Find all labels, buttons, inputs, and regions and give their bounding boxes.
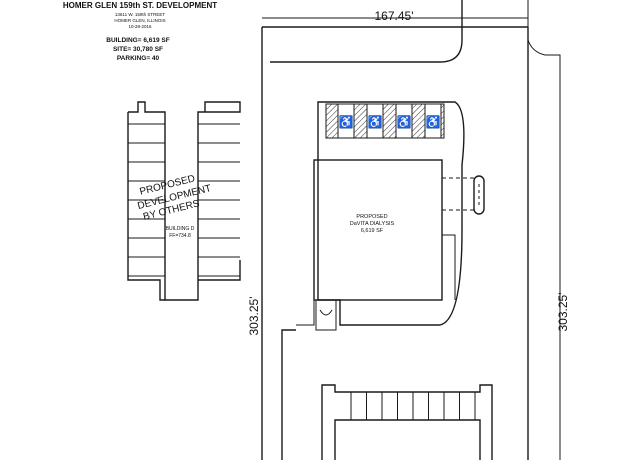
proposed-building [313, 159, 443, 301]
lower-parking-stalls [350, 392, 476, 420]
building-d-label: BUILDING D [166, 226, 195, 232]
ada-stall [395, 103, 413, 139]
lower-parking-island [334, 419, 481, 460]
accessible-parking-icon: ♿ [339, 115, 354, 129]
accessible-parking-icon: ♿ [397, 115, 412, 129]
dimension-top: 167.45' [375, 9, 414, 23]
project-title: HOMER GLEN 159th ST. DEVELOPMENT [63, 1, 217, 10]
project-date: 10-28-2016 [128, 24, 152, 29]
dimension-right: 303.25' [556, 293, 570, 332]
building-label-3: 6,619 SF [361, 228, 384, 234]
site-area: SITE= 30,780 SF [113, 46, 163, 53]
left-parking-stalls [128, 123, 240, 277]
building-label-1: PROPOSED [356, 214, 387, 220]
building-entrance [315, 300, 337, 331]
left-development-outline [128, 101, 241, 301]
road-edge-curve [527, 39, 561, 460]
accessible-parking-icon: ♿ [426, 115, 441, 129]
ada-parking-group: ♿ ♿ ♿ ♿ [325, 103, 445, 139]
ada-stall [366, 103, 384, 139]
building-corner-detail [296, 234, 456, 326]
ada-stall [424, 103, 442, 139]
left-development-curve [198, 260, 241, 281]
title-block: HOMER GLEN 159th ST. DEVELOPMENT 13611 W… [63, 1, 217, 62]
drive-canopy [442, 175, 485, 215]
building-label-2: DaVITA DIALYSIS [350, 221, 395, 227]
parking-count: PARKING= 40 [117, 55, 160, 62]
project-address: 13611 W. 159th STREET [115, 12, 165, 17]
lower-parking-outline [281, 329, 493, 460]
building-area: BUILDING= 6,619 SF [106, 37, 169, 44]
dimension-left: 303.25' [247, 297, 261, 336]
ada-stall [337, 103, 355, 139]
building-d-ff: FF=734.8 [169, 233, 191, 239]
main-site-outline [317, 101, 465, 326]
left-development-outline-lower [127, 112, 165, 301]
accessible-parking-icon: ♿ [368, 115, 383, 129]
road-curb-line [270, 0, 463, 63]
project-city: HOMER GLEN, ILLINOIS [114, 18, 165, 23]
